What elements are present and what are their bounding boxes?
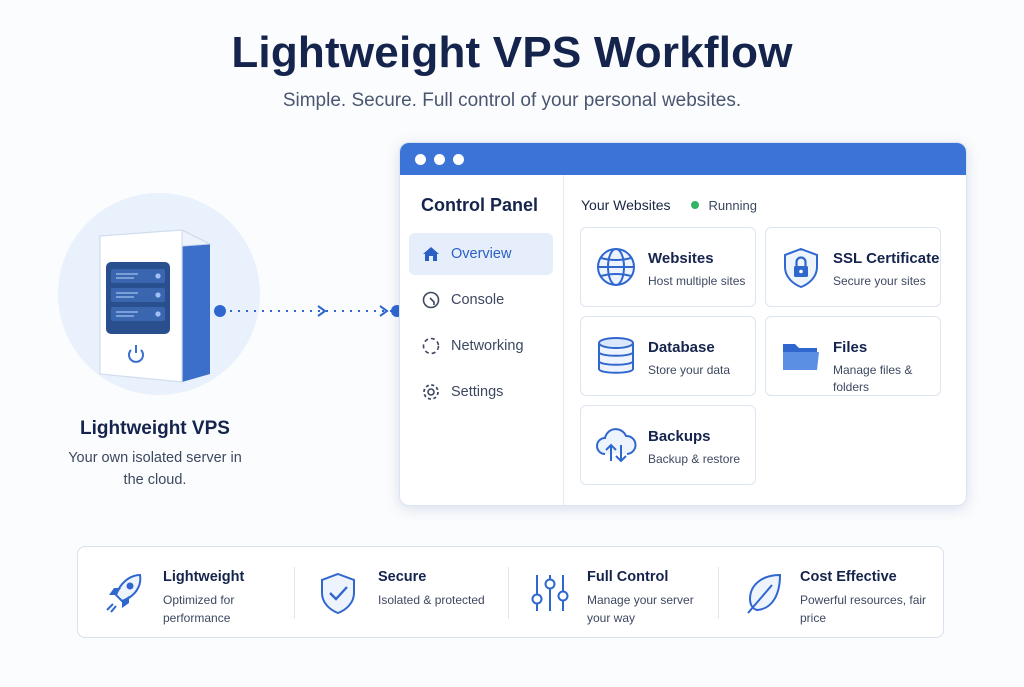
card-description: Secure your sites	[833, 274, 926, 288]
feature-lightweight: Lightweight Optimized for performance	[78, 547, 294, 639]
divider	[294, 567, 295, 619]
feature-cost-effective: Cost Effective Powerful resources, fair …	[718, 547, 943, 639]
connector-arrow	[214, 305, 403, 317]
card-title: Backups	[648, 428, 711, 445]
sidebar-item-label: Settings	[451, 384, 504, 400]
shield-check-icon	[321, 572, 355, 615]
card-files[interactable]: Files Manage files & folders	[765, 316, 941, 396]
sidebar-item-console[interactable]: Console	[409, 279, 553, 321]
network-icon	[421, 336, 441, 356]
gear-icon	[421, 382, 441, 402]
page-title: Lightweight VPS Workflow	[231, 28, 793, 77]
sidebar-item-label: Overview	[451, 246, 512, 262]
sidebar-item-networking[interactable]: Networking	[409, 325, 553, 367]
feature-title: Lightweight	[163, 569, 245, 585]
sidebar-item-label: Console	[451, 292, 505, 308]
card-title: SSL Certificate	[833, 250, 940, 267]
shield-lock-icon	[784, 247, 818, 289]
leaf-icon	[747, 573, 782, 614]
card-title: Files	[833, 339, 868, 356]
feature-title: Full Control	[587, 569, 669, 585]
globe-icon	[597, 248, 635, 286]
content-area: Your Websites Running Websites Host mult…	[565, 175, 966, 505]
divider	[508, 567, 509, 619]
cloud-sync-icon	[596, 428, 637, 463]
vps-title: Lightweight VPS	[80, 418, 230, 439]
card-ssl-certificate[interactable]: SSL Certificate Secure your sites	[765, 227, 941, 307]
rocket-icon	[106, 573, 142, 613]
folder-icon	[783, 344, 819, 370]
sidebar-item-settings[interactable]: Settings	[409, 371, 553, 413]
feature-title: Secure	[378, 569, 427, 585]
card-description: Manage files & folders	[833, 363, 913, 394]
content-header: Your Websites Running	[581, 197, 757, 213]
server-icon	[98, 229, 212, 383]
database-icon	[598, 337, 634, 374]
feature-description: Manage your server your way	[587, 593, 694, 625]
home-icon	[421, 244, 441, 264]
card-title: Database	[648, 339, 715, 356]
window-dot	[434, 153, 445, 165]
sidebar-item-label: Networking	[451, 338, 524, 354]
section-title: Your Websites	[581, 197, 671, 213]
status-badge: Running	[708, 197, 757, 213]
card-database[interactable]: Database Store your data	[580, 316, 756, 396]
feature-description: Powerful resources, fair price	[800, 593, 927, 625]
divider	[718, 567, 719, 619]
card-backups[interactable]: Backups Backup & restore	[580, 405, 756, 485]
window-dot	[453, 153, 464, 165]
feature-description: Optimized for performance	[163, 593, 235, 625]
control-panel-window: Control Panel Overview Console Networkin…	[399, 142, 967, 506]
feature-description: Isolated & protected	[378, 593, 485, 607]
card-description: Store your data	[648, 363, 731, 377]
status-indicator	[690, 201, 699, 209]
feature-title: Cost Effective	[800, 569, 897, 585]
feature-secure: Secure Isolated & protected	[294, 547, 508, 639]
card-title: Websites	[648, 250, 714, 267]
window-dot	[415, 153, 426, 165]
control-panel-title: Control Panel	[421, 195, 539, 215]
card-description: Backup & restore	[648, 452, 741, 466]
sidebar-item-overview[interactable]: Overview	[409, 233, 553, 275]
sidebar: Control Panel Overview Console Networkin…	[400, 175, 564, 505]
vps-description: Your own isolated server in the cloud.	[68, 450, 242, 488]
feature-full-control: Full Control Manage your server your way	[508, 547, 718, 639]
page-subtitle: Simple. Secure. Full control of your per…	[282, 90, 742, 111]
card-description: Host multiple sites	[648, 274, 746, 288]
sliders-icon	[531, 575, 569, 611]
window-titlebar	[400, 143, 966, 175]
card-websites[interactable]: Websites Host multiple sites	[580, 227, 756, 307]
features-bar: Lightweight Optimized for performance Se…	[77, 546, 944, 638]
console-icon	[421, 290, 441, 310]
